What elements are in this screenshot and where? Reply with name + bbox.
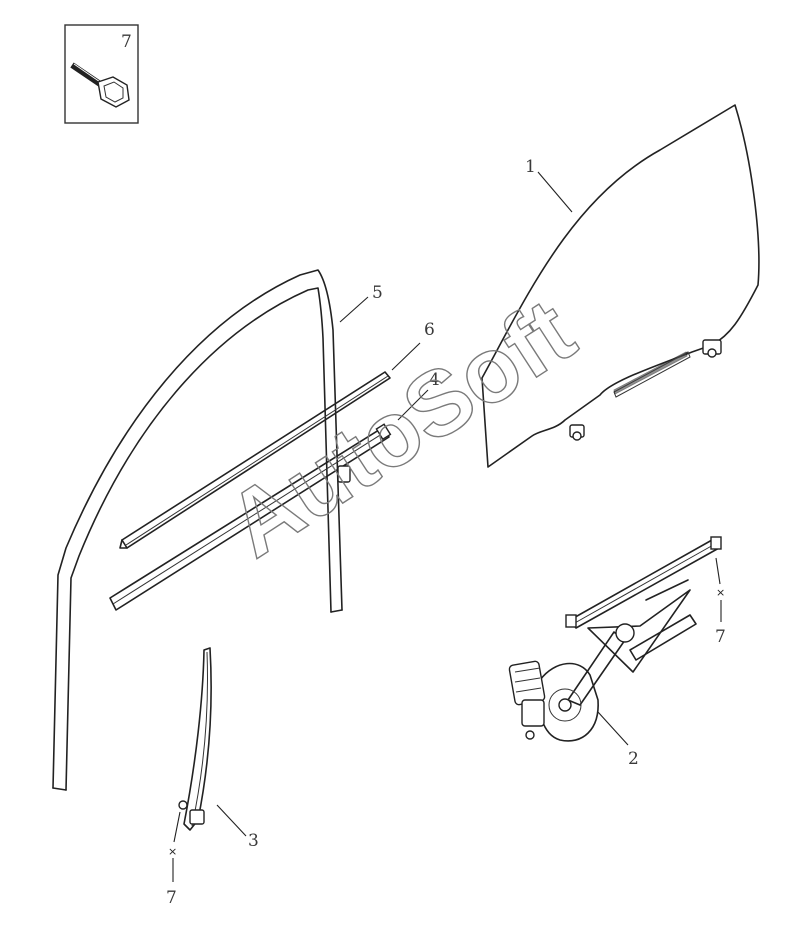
inset-frame xyxy=(64,24,139,124)
window-regulator: 2 × 7 xyxy=(508,536,726,769)
inner-belt-weatherstrip: 6 xyxy=(119,320,435,549)
callout-inner-belt: 6 xyxy=(424,320,435,340)
callout-bolt-regulator: 7 xyxy=(715,627,726,647)
rear-lower-channel: 3 × 7 xyxy=(166,647,259,908)
callout-run-channel: 5 xyxy=(372,283,383,303)
svg-text:×: × xyxy=(716,586,725,599)
callout-rear-channel: 3 xyxy=(248,831,259,851)
bolt-inset: 7 xyxy=(64,24,139,124)
callout-glass: 1 xyxy=(525,157,536,177)
watermark: AutoSoft xyxy=(210,280,591,577)
bolt-icon xyxy=(70,62,130,108)
svg-text:×: × xyxy=(168,845,177,858)
outer-belt-moulding: 4 xyxy=(109,370,440,611)
callout-bolt-channel: 7 xyxy=(166,888,177,908)
callout-outer-belt: 4 xyxy=(429,370,440,390)
callout-bolt-inset: 7 xyxy=(121,32,132,52)
door-glass: 1 xyxy=(481,104,760,468)
glass-run-channel: 5 xyxy=(52,269,383,791)
callout-regulator: 2 xyxy=(628,749,639,769)
